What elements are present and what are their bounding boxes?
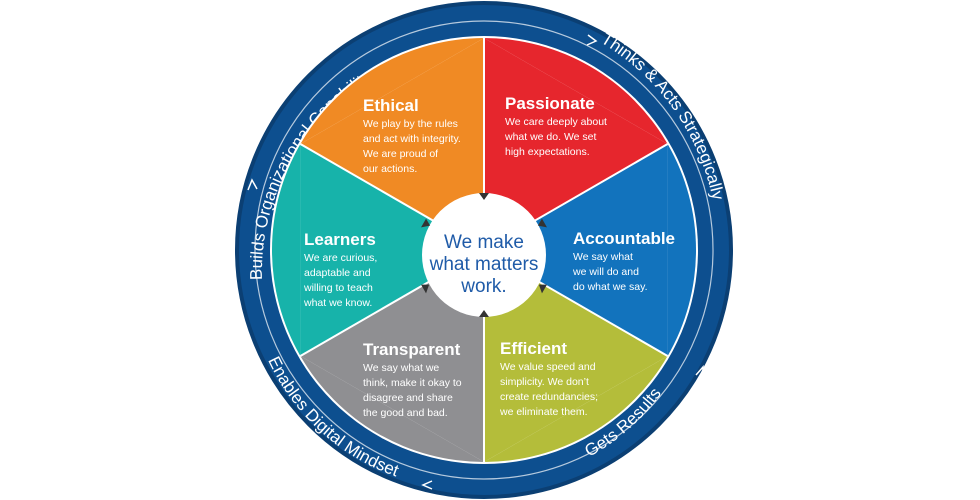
efficient-line: We value speed and bbox=[500, 361, 596, 373]
ethical-line: and act with integrity. bbox=[363, 133, 461, 145]
segment-ethical-arc bbox=[300, 38, 484, 144]
ethical-line: our actions. bbox=[363, 163, 417, 175]
segment-efficient bbox=[484, 250, 668, 462]
passionate-line: high expectations. bbox=[505, 146, 590, 158]
ring-arrow-icon bbox=[421, 480, 433, 490]
learners-line: adaptable and bbox=[304, 267, 371, 279]
transparent-line: the good and bad. bbox=[363, 407, 448, 419]
transparent-line: We say what we bbox=[363, 362, 439, 374]
efficient-title: Efficient bbox=[500, 339, 567, 358]
accountable-line: We say what bbox=[573, 251, 633, 263]
passionate-line: We care deeply about bbox=[505, 116, 607, 128]
center-pointer-icons bbox=[421, 193, 547, 317]
center-line-2: what matters bbox=[429, 254, 539, 275]
ring-arrow-icon bbox=[586, 34, 598, 46]
transparent-line: disagree and share bbox=[363, 392, 453, 404]
efficient-line: we eliminate them. bbox=[499, 406, 588, 418]
segment-learners bbox=[300, 144, 484, 356]
passionate-title: Passionate bbox=[505, 94, 595, 113]
center-line-1: We make bbox=[444, 232, 524, 253]
segment-ethical bbox=[300, 38, 484, 250]
efficient-line: simplicity. We don’t bbox=[500, 376, 589, 388]
learners-line: We are curious, bbox=[304, 252, 377, 264]
transparent-title: Transparent bbox=[363, 340, 461, 359]
segment-passionate-arc bbox=[484, 38, 668, 144]
segment-transparent bbox=[300, 250, 484, 462]
learners-title: Learners bbox=[304, 230, 376, 249]
segment-transparent-arc bbox=[300, 356, 484, 462]
segment-accountable-arc bbox=[667, 144, 697, 356]
ring-inner-line bbox=[254, 20, 714, 480]
segment-efficient-arc bbox=[484, 356, 668, 462]
ring-arrow-icon bbox=[695, 365, 704, 377]
segment-learners-arc bbox=[271, 144, 301, 356]
center-circle bbox=[422, 193, 546, 317]
accountable-line: do what we say. bbox=[573, 281, 648, 293]
segment-passionate bbox=[484, 38, 668, 250]
accountable-title: Accountable bbox=[573, 229, 675, 248]
segment-accountable bbox=[484, 144, 668, 356]
passionate-line: what we do. We set bbox=[504, 131, 597, 143]
ring-arrow-icon bbox=[247, 178, 258, 191]
ethical-title: Ethical bbox=[363, 96, 419, 115]
ethical-line: We play by the rules bbox=[363, 118, 458, 130]
learners-line: what we know. bbox=[303, 297, 372, 309]
learners-line: willing to teach bbox=[303, 282, 373, 294]
efficient-line: create redundancies; bbox=[500, 391, 598, 403]
transparent-line: think, make it okay to bbox=[363, 377, 462, 389]
ethical-line: We are proud of bbox=[363, 148, 438, 160]
accountable-line: we will do and bbox=[572, 266, 639, 278]
center-line-3: work. bbox=[460, 276, 506, 297]
